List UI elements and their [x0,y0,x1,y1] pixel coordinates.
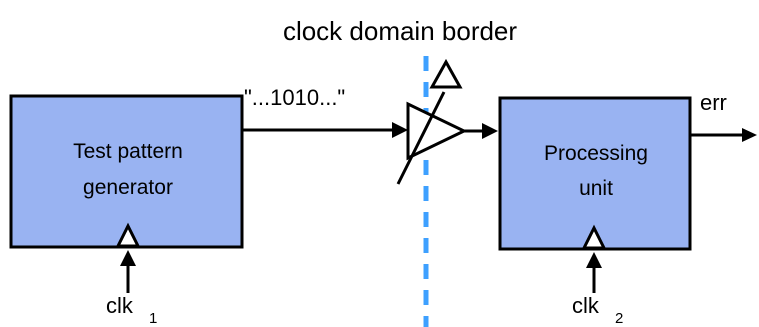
processor-label-line1: Processing [544,142,648,165]
processor-clock-arrowhead-icon [586,252,602,268]
error-output-arrowhead-icon [742,128,757,142]
generator-clock-name: clk [106,293,134,318]
processor-clock-label: clk 2 [572,293,623,327]
generator-label-line2: generator [83,176,173,199]
processor-clock-subscript: 2 [615,310,623,327]
diagram-title: clock domain border [283,16,517,46]
error-output-label: err [700,90,727,115]
synchronizer-amplifier-icon [406,101,468,161]
signal-arrowhead-icon [392,122,408,138]
sync-output-arrowhead-icon [482,123,498,139]
processor-clock-name: clk [572,293,600,318]
generator-label-line1: Test pattern [73,140,183,163]
generator-clock-subscript: 1 [149,310,157,327]
generator-clock-arrowhead-icon [120,250,136,266]
generator-clock-triangle-icon [115,222,141,248]
generator-clock-label: clk 1 [106,293,157,327]
synchronizer-diagonal-line [396,91,446,185]
processor-clock-triangle-icon [581,224,607,250]
signal-label: "...1010..." [244,85,345,110]
processing-unit-block [498,96,692,251]
synchronizer-clock-triangle-icon [429,58,463,89]
processor-label-line2: unit [579,177,613,200]
test-pattern-generator-block [9,94,244,249]
